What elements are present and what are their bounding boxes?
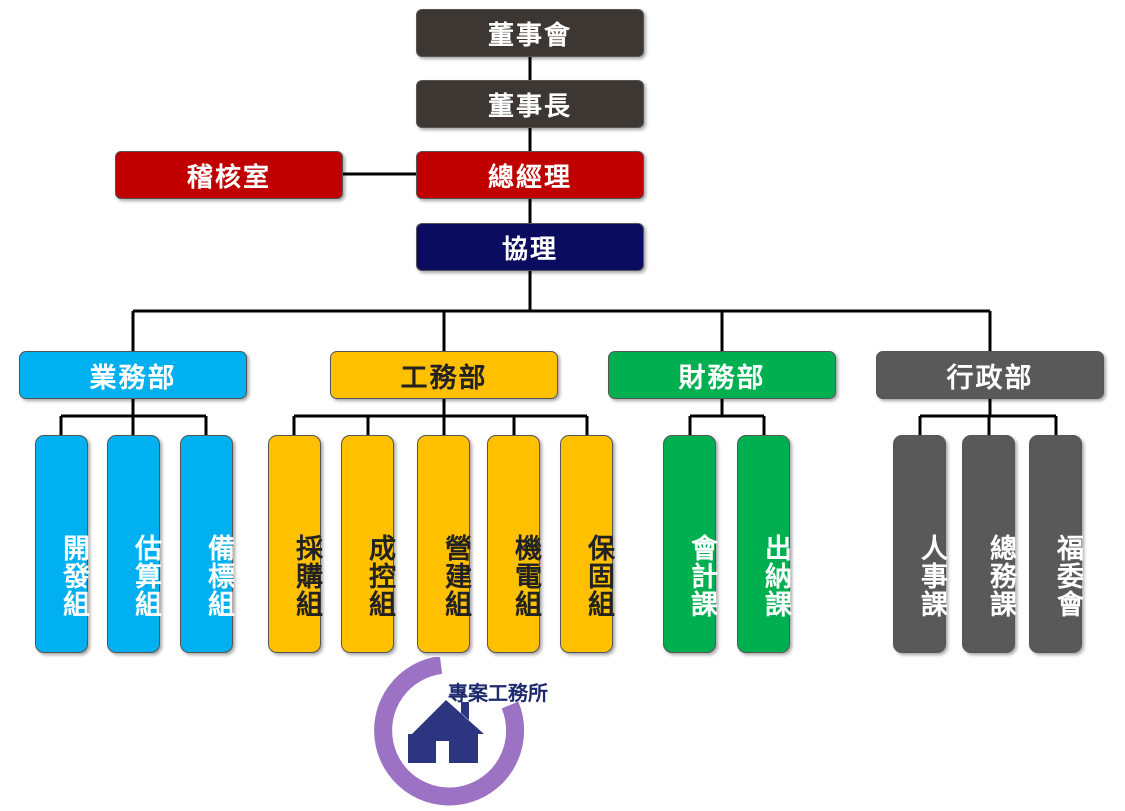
unit-box: 會計課 (663, 435, 717, 653)
dept-finance: 財務部 (608, 351, 836, 399)
board-box: 董事會 (416, 9, 644, 57)
unit-box: 總務課 (962, 435, 1016, 653)
project-office-label: 專案工務所 (448, 681, 548, 705)
dept-sales: 業務部 (19, 351, 247, 399)
unit-box: 福委會 (1029, 435, 1083, 653)
unit-box: 採購組 (268, 435, 322, 653)
dept-engineering: 工務部 (330, 351, 558, 399)
unit-box: 成控組 (341, 435, 395, 653)
audit-office-box: 稽核室 (115, 151, 343, 199)
unit-box: 備標組 (180, 435, 234, 653)
unit-box: 估算組 (107, 435, 161, 653)
unit-box: 開發組 (35, 435, 89, 653)
dept-admin: 行政部 (876, 351, 1104, 399)
house-icon (408, 700, 484, 763)
unit-box: 保固組 (560, 435, 614, 653)
general-manager-box: 總經理 (416, 151, 644, 199)
project-ring (374, 657, 525, 806)
chairman-box: 董事長 (416, 80, 644, 128)
unit-box: 出納課 (737, 435, 791, 653)
vice-manager-box: 協理 (416, 223, 644, 271)
unit-box: 人事課 (893, 435, 947, 653)
project-office-emblem (374, 657, 525, 806)
unit-box: 機電組 (487, 435, 541, 653)
unit-box: 營建組 (417, 435, 471, 653)
